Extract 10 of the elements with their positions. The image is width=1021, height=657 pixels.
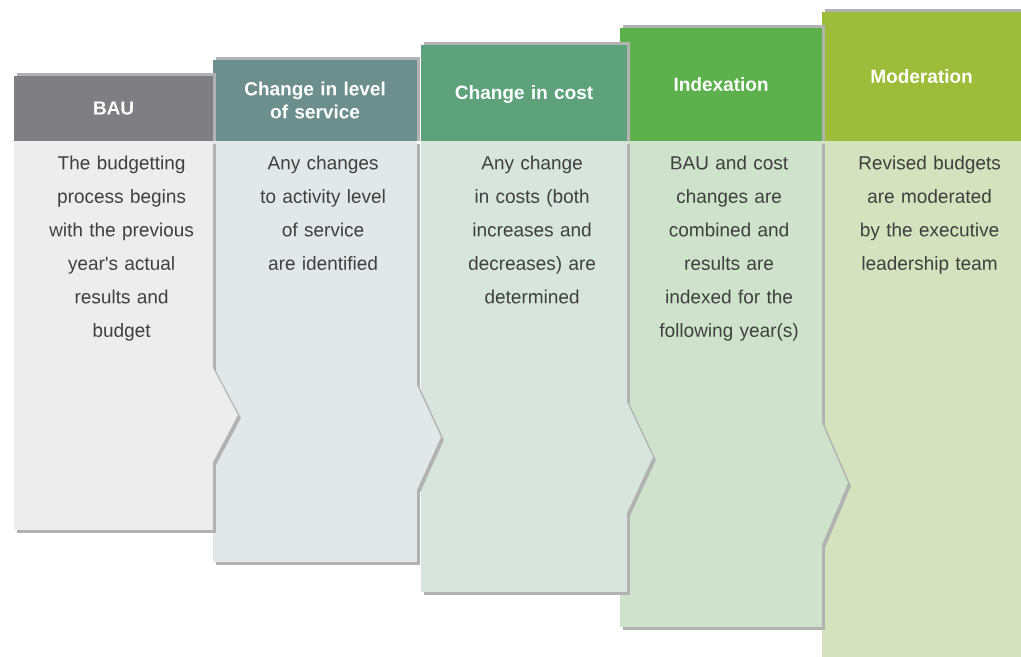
process-column: BAU The budgetting process begins with the previous year's actual results and budget — [14, 73, 241, 533]
node-label: BAU — [94, 101, 133, 115]
process-column: Indexation BAU and cost changes are combined and results are indexed for the following year(s) — [620, 25, 851, 630]
process-column: Moderation Revised budgets are moderated by the executive leadership team — [822, 9, 1021, 657]
node-label: Change in level of service — [245, 81, 385, 119]
node-label: Moderation — [871, 69, 972, 83]
node-label: Indexation — [674, 77, 768, 91]
process-column: Change in level of service Any changes to activity level of service are identified — [213, 57, 444, 565]
process-column: Change in cost Any change in costs (both increases and decreases) are determined — [421, 42, 656, 595]
node-label: Change in cost — [455, 85, 593, 103]
